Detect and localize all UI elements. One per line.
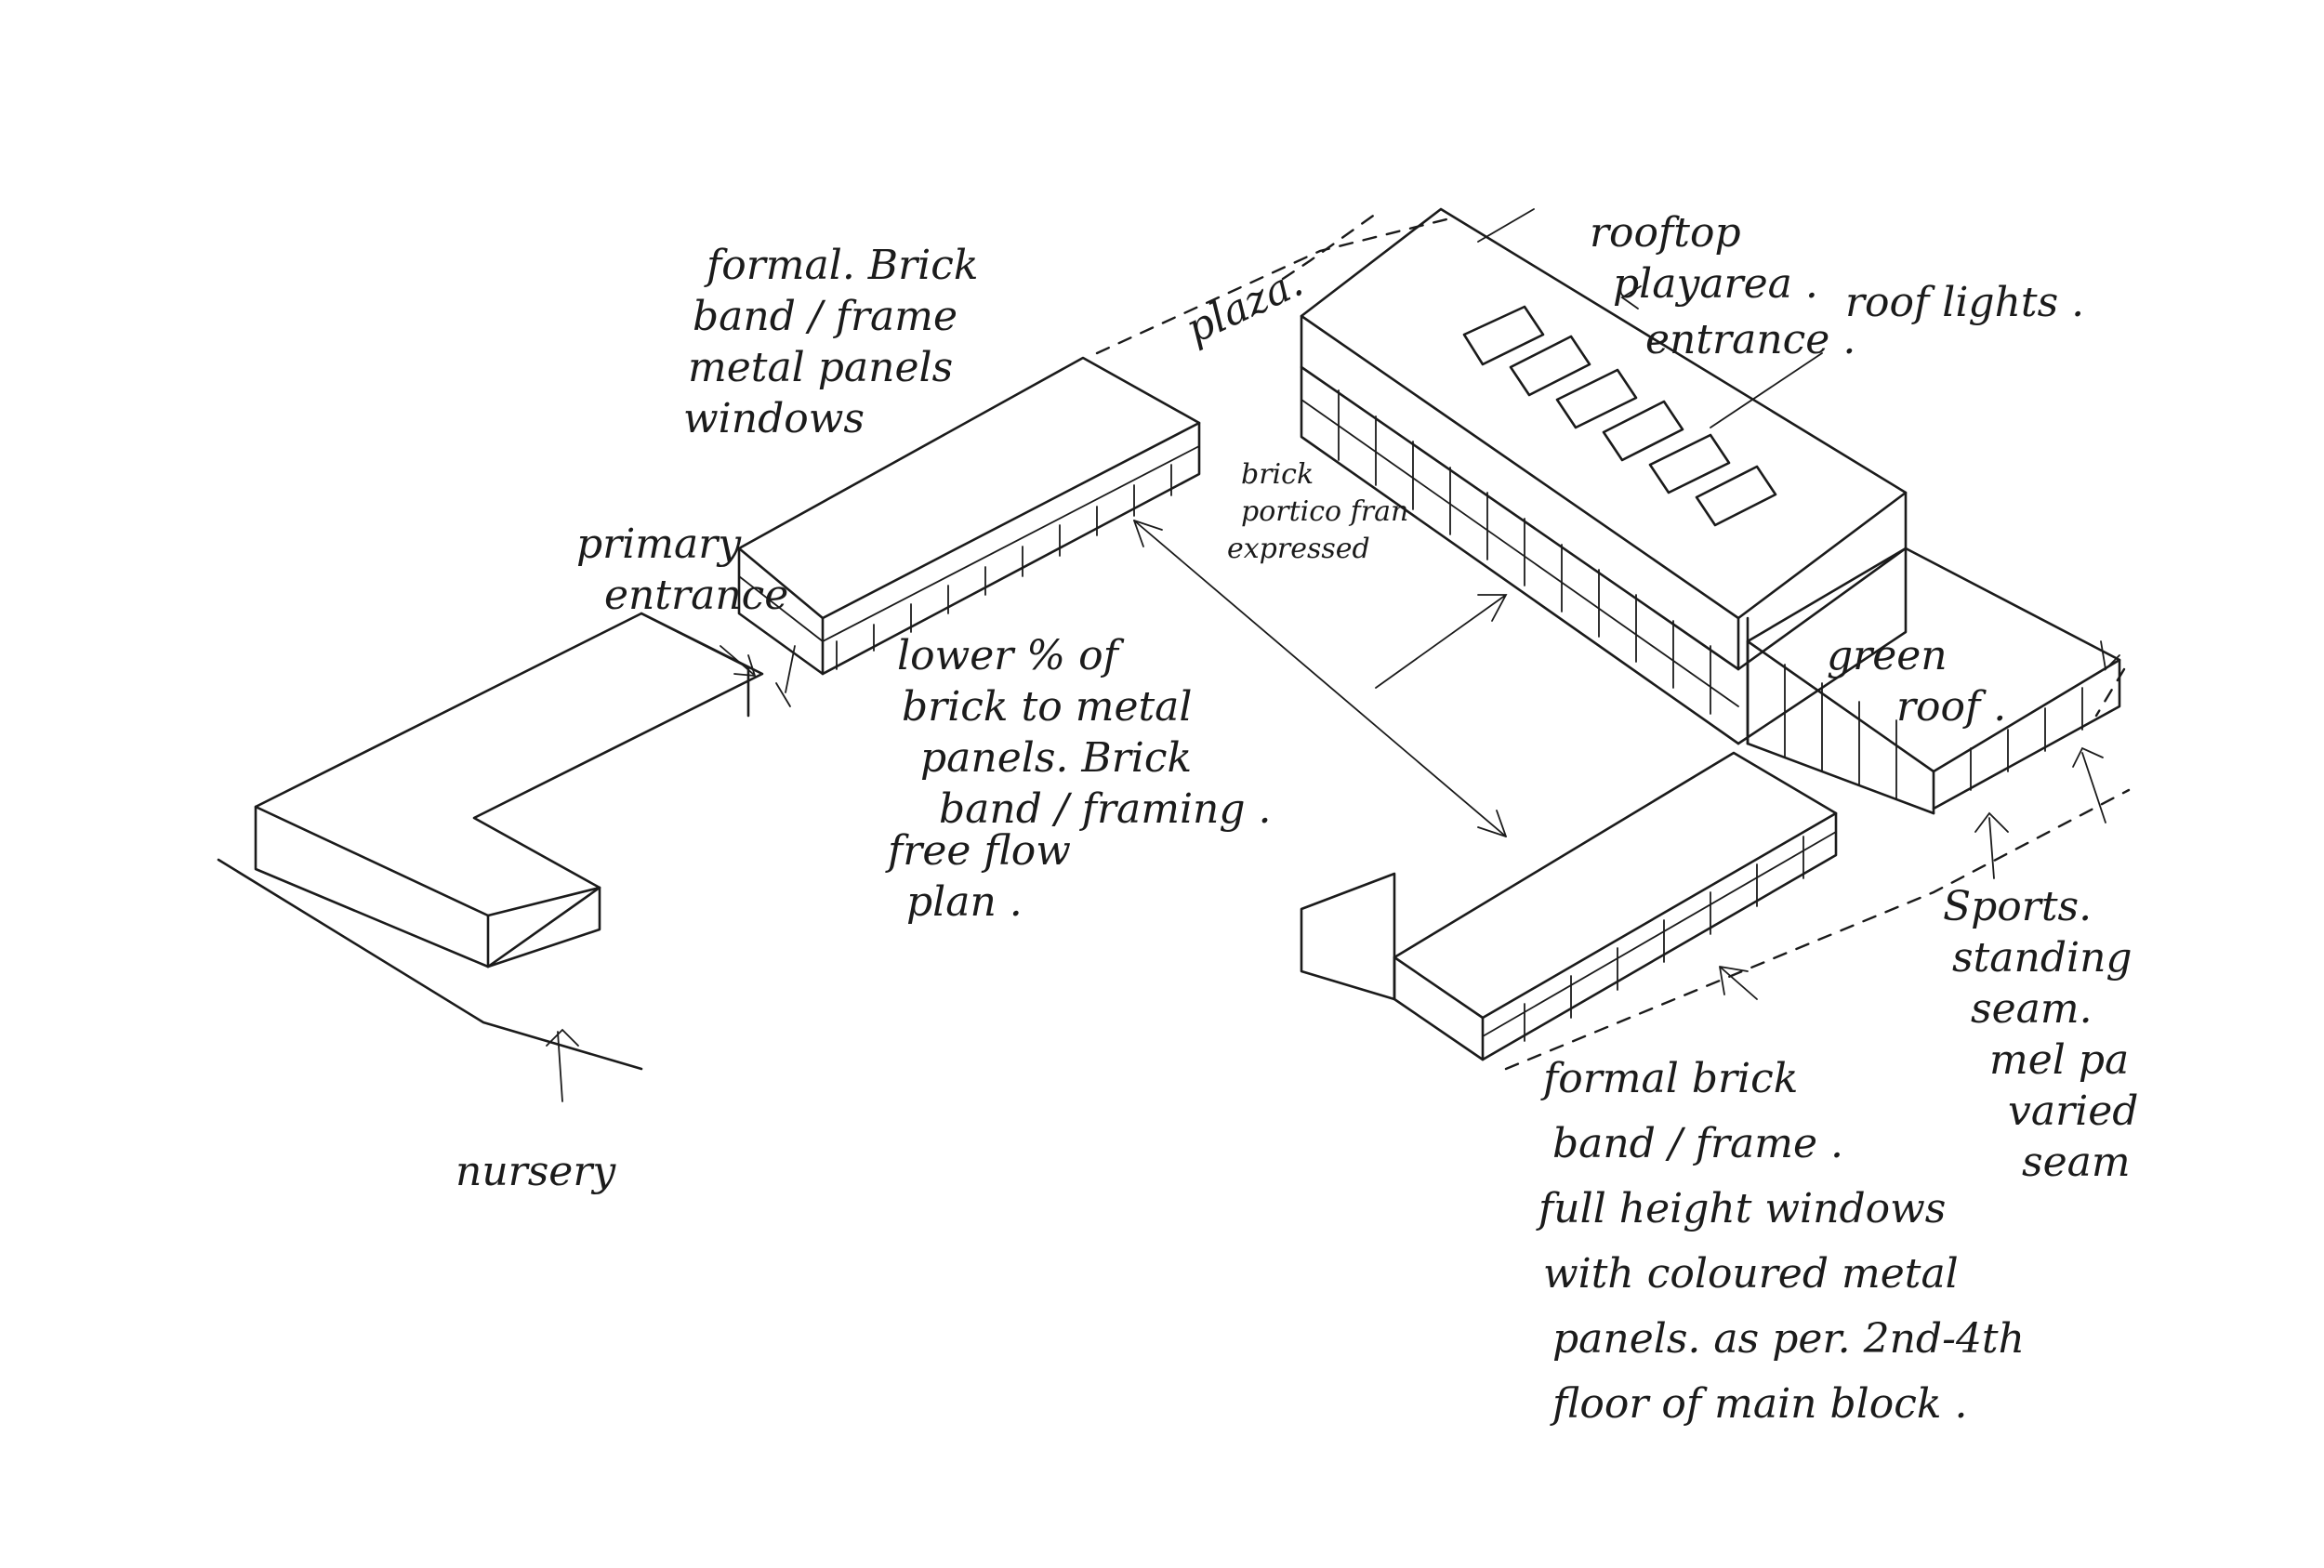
note-brick-portico-3: expressed (1227, 533, 1370, 565)
nursery-block (217, 612, 764, 1102)
note-formal-brick-bottom-5: panels. as per. 2nd-4th (1552, 1315, 2025, 1363)
note-lower-pct-2: brick to metal (902, 683, 1192, 731)
note-sports-4: mel pa (1989, 1036, 2129, 1084)
note-formal-brick-top-2: band / frame (693, 293, 957, 340)
note-primary-entrance-1: primary (576, 520, 742, 568)
note-brick-portico-2: portico fran (1241, 495, 1408, 528)
note-rooftop-1: rooftop (1590, 209, 1741, 257)
note-entrance-main: entrance . (1645, 316, 1855, 363)
note-rooftop-2: playarea . (1613, 260, 1818, 308)
note-sports-3: seam. (1971, 985, 2093, 1033)
note-sports-6: seam (2022, 1139, 2131, 1186)
note-green-roof-2: roof . (1896, 683, 2006, 731)
note-formal-brick-bottom-6: floor of main block . (1550, 1380, 1967, 1428)
note-plaza: plaza. (1179, 258, 1310, 353)
note-formal-brick-bottom-2: band / frame . (1552, 1120, 1843, 1167)
note-brick-portico-1: brick (1241, 458, 1314, 491)
note-formal-brick-top-4: windows (683, 395, 865, 442)
note-roof-lights: roof lights . (1845, 279, 2084, 326)
note-formal-brick-bottom-4: with coloured metal (1543, 1250, 1959, 1298)
note-lower-pct-3: panels. Brick (920, 734, 1192, 782)
note-primary-entrance-2: entrance (604, 572, 788, 619)
note-nursery: nursery (456, 1148, 616, 1195)
note-sports-5: varied (2008, 1087, 2138, 1135)
note-sports-2: standing (1952, 934, 2133, 982)
note-formal-brick-top-3: metal panels (688, 344, 953, 391)
annotation-arrows (720, 208, 2106, 1000)
middle-wing-block (737, 217, 1452, 707)
note-lower-pct-4: band / framing . (939, 785, 1272, 833)
note-free-flow-2: plan . (906, 878, 1023, 926)
lower-right-block (1300, 751, 2131, 1071)
note-formal-brick-bottom-3: full height windows (1536, 1185, 1946, 1232)
note-formal-brick-top-1: formal. Brick (704, 242, 979, 289)
note-lower-pct-1: lower % of (897, 632, 1125, 679)
sports-block (1746, 547, 2126, 815)
note-free-flow-1: free flow (885, 827, 1071, 875)
note-sports-1: Sports. (1943, 883, 2092, 930)
note-green-roof-1: green (1827, 632, 1948, 679)
main-block (1281, 207, 1908, 745)
note-formal-brick-bottom-1: formal brick (1540, 1055, 1798, 1102)
annotation-texts: formal. Brick band / frame metal panels … (456, 209, 2138, 1428)
